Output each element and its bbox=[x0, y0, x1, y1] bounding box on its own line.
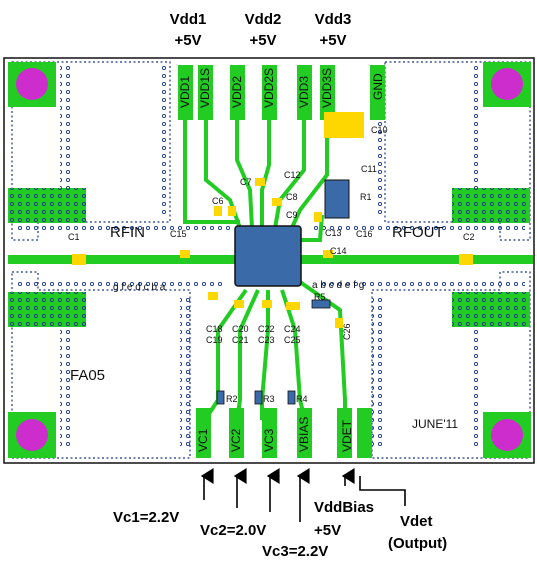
ref-c18: C18 bbox=[206, 324, 223, 334]
vdd3-label: Vdd3 bbox=[315, 11, 352, 28]
vddbias-label: VddBias bbox=[314, 499, 374, 516]
ref-c8: C8 bbox=[286, 192, 298, 202]
vc3-label: Vc3=2.2V bbox=[262, 543, 328, 560]
ref-c23: C23 bbox=[258, 335, 275, 345]
ref-r3: R3 bbox=[263, 394, 275, 404]
ref-c1: C1 bbox=[68, 232, 80, 242]
rfout-label: RFOUT bbox=[392, 224, 444, 241]
pin-vdd2s: VDD2S bbox=[262, 68, 276, 108]
top-pin-names: VDD1 VDD1S VDD2 VDD2S VDD3 VDD3S GND bbox=[178, 68, 385, 108]
bottom-arrows bbox=[200, 468, 406, 522]
board-date: JUNE'11 bbox=[412, 417, 458, 431]
pin-vdd3s: VDD3S bbox=[320, 68, 334, 108]
vdd3-value: +5V bbox=[319, 32, 346, 49]
top-connector-pins bbox=[178, 65, 385, 120]
bottom-connector-pins bbox=[196, 408, 372, 458]
pin-vbias: VBIAS bbox=[297, 417, 311, 452]
ref-r1: R1 bbox=[360, 192, 372, 202]
ref-c16: C16 bbox=[356, 229, 373, 239]
bottom-pin-names: VC1 VC2 VC3 VBIAS VDET bbox=[196, 417, 354, 452]
ref-c7: C7 bbox=[240, 177, 252, 187]
board-name: FA05 bbox=[70, 367, 105, 384]
ref-r2: R2 bbox=[226, 394, 238, 404]
left-pad-letters: g f e d c b a bbox=[113, 282, 166, 293]
pin-vc2: VC2 bbox=[229, 428, 243, 452]
ref-r5: R5 bbox=[314, 292, 326, 302]
pin-vdd1: VDD1 bbox=[178, 76, 192, 108]
mmic-chip bbox=[234, 225, 302, 287]
right-pad-letters: a b c d e f g bbox=[312, 280, 364, 291]
vdet-label: Vdet bbox=[400, 513, 433, 530]
vdet-value: (Output) bbox=[388, 535, 447, 552]
ref-c22: C22 bbox=[258, 324, 275, 334]
ref-c21: C21 bbox=[232, 335, 249, 345]
ref-c26: C26 bbox=[342, 323, 352, 340]
pin-vdd2: VDD2 bbox=[230, 76, 244, 108]
pin-vdd3: VDD3 bbox=[297, 76, 311, 108]
bottom-voltage-labels: Vc1=2.2V Vc2=2.0V Vc3=2.2V VddBias +5V V… bbox=[113, 499, 447, 560]
vc2-label: Vc2=2.0V bbox=[200, 522, 266, 539]
ref-c25: C25 bbox=[284, 335, 301, 345]
ref-c12: C12 bbox=[284, 170, 301, 180]
component-refs: C1 C2 C10 C11 C12 C13 C14 C15 C16 C8 C9 … bbox=[68, 125, 475, 404]
ref-c6: C6 bbox=[212, 196, 224, 206]
ref-c20: C20 bbox=[232, 324, 249, 334]
ref-c11: C11 bbox=[361, 164, 377, 174]
vc1-label: Vc1=2.2V bbox=[113, 509, 179, 526]
ref-c13: C13 bbox=[325, 228, 342, 238]
vddbias-value: +5V bbox=[314, 522, 341, 539]
smd-parts bbox=[208, 112, 364, 405]
ref-c24: C24 bbox=[284, 324, 301, 334]
pin-vc1: VC1 bbox=[196, 428, 210, 452]
mounting-pads bbox=[8, 62, 531, 458]
rfin-label: RFIN bbox=[110, 224, 145, 241]
vdd2-value: +5V bbox=[249, 32, 276, 49]
pin-vdd1s: VDD1S bbox=[198, 68, 212, 108]
pin-gnd: GND bbox=[371, 73, 385, 100]
ref-c19: C19 bbox=[206, 335, 223, 345]
vdd2-label: Vdd2 bbox=[245, 11, 282, 28]
ref-r4: R4 bbox=[296, 394, 308, 404]
vdd1-value: +5V bbox=[174, 32, 201, 49]
ref-c14: C14 bbox=[330, 246, 347, 256]
vdd1-label: Vdd1 bbox=[170, 11, 207, 28]
ref-c9: C9 bbox=[286, 210, 298, 220]
top-voltage-labels: Vdd1 +5V Vdd2 +5V Vdd3 +5V bbox=[170, 11, 352, 49]
ref-c10: C10 bbox=[371, 125, 388, 135]
pin-vdet: VDET bbox=[340, 419, 354, 452]
ref-c2: C2 bbox=[463, 232, 475, 242]
side-ground-pads bbox=[8, 188, 530, 327]
pin-vc3: VC3 bbox=[262, 428, 276, 452]
ref-c15: C15 bbox=[170, 229, 187, 239]
